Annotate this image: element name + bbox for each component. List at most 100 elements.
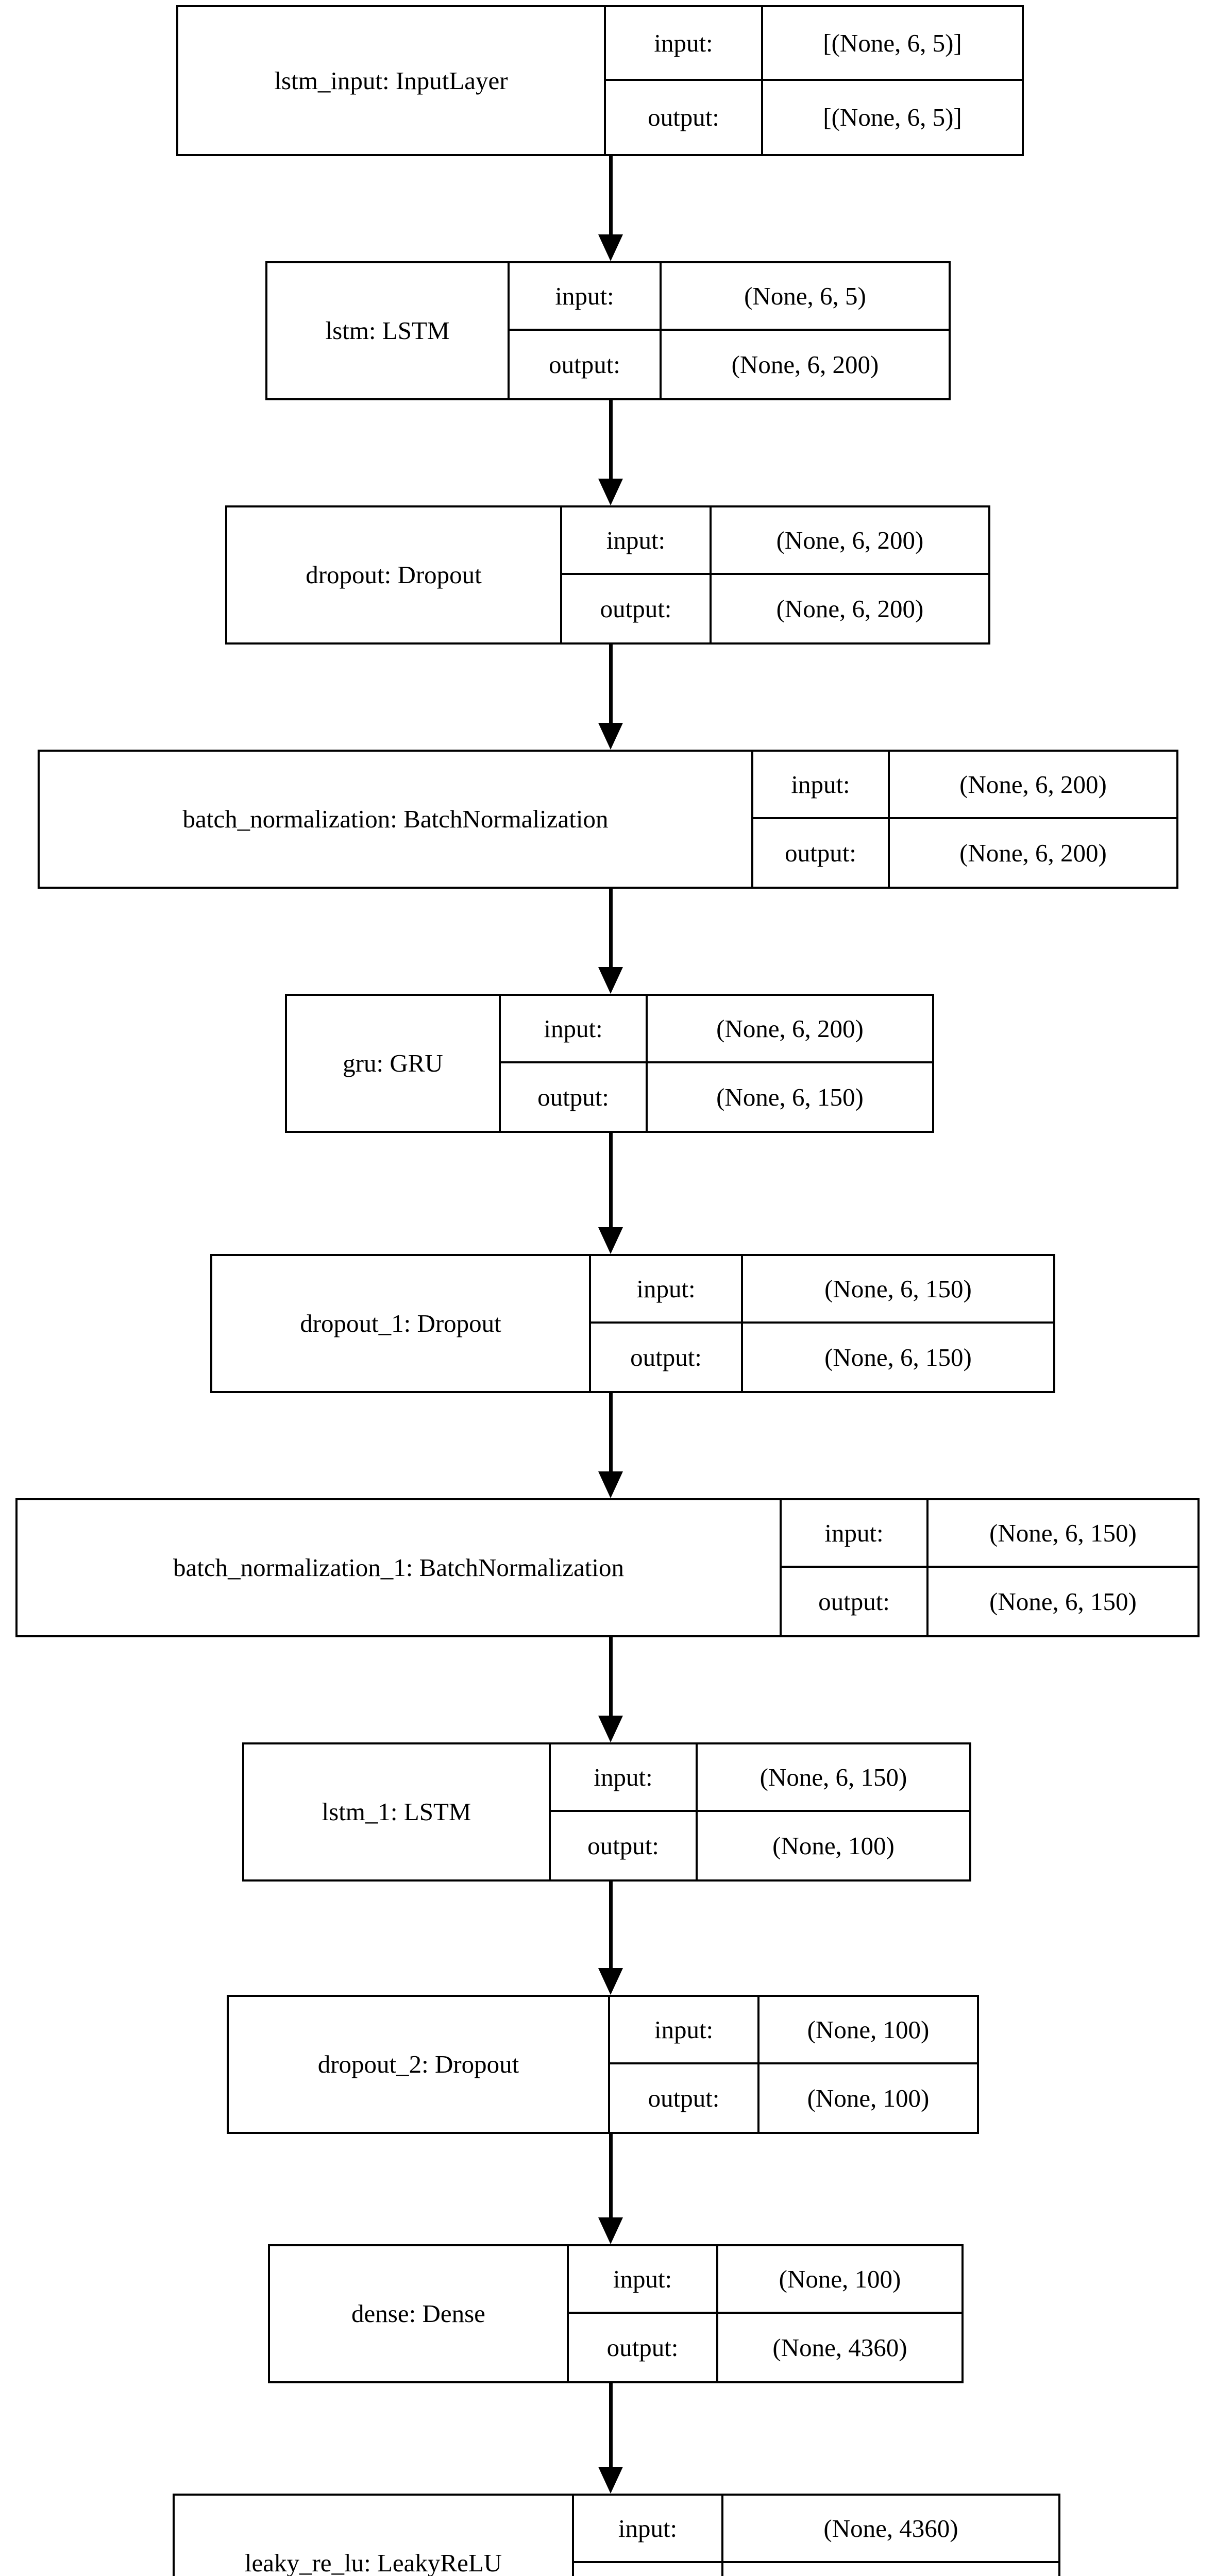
output-row: output: (None, 4360) <box>569 2314 961 2381</box>
layer-node-batch_normalization_1[interactable]: batch_normalization_1: BatchNormalizatio… <box>15 1498 1200 1637</box>
layer-name-label: dense: Dense <box>270 2246 569 2381</box>
edge-lstm-to-dropout <box>598 400 623 505</box>
output-label: output: <box>574 2563 723 2576</box>
input-shape-value: (None, 6, 150) <box>989 1519 1137 1547</box>
output-row: output:(None, 4360) <box>574 2563 1058 2576</box>
layer-name-label: lstm_input: InputLayer <box>178 7 606 154</box>
input-shape-value: (None, 100) <box>807 2015 930 2044</box>
arrow-shaft <box>609 1393 613 1472</box>
output-label: output: <box>510 331 662 398</box>
arrow-head-icon <box>598 2217 623 2244</box>
edge-dense-to-leaky_re_lu <box>598 2383 623 2494</box>
arrow-shaft <box>609 645 613 724</box>
layer-io-table: input:(None, 6, 200)output:(None, 6, 200… <box>753 752 1176 887</box>
arrow-head-icon <box>598 723 623 750</box>
input-row: input:(None, 100) <box>610 1997 977 2064</box>
arrow-head-icon <box>598 2467 623 2494</box>
output-shape-value: [(None, 6, 5)] <box>823 103 962 132</box>
arrow-head-icon <box>598 234 623 261</box>
output-label: output: <box>591 1324 743 1391</box>
input-shape-value: (None, 6, 200) <box>959 770 1107 799</box>
layer-io-table: input: [(None, 6, 5)] output: [(None, 6, 5)… <box>606 7 1022 154</box>
edge-lstm_1-to-dropout_2 <box>598 1882 623 1995</box>
output-shape-value: (None, 6, 200) <box>776 595 924 623</box>
output-shape-value: (None, 100) <box>807 2084 930 2112</box>
output-row: output:(None, 6, 150) <box>501 1063 932 1131</box>
layer-name-label: batch_normalization: BatchNormalization <box>40 752 753 887</box>
layer-io-table: input:(None, 6, 150)output:(None, 100) <box>551 1744 969 1879</box>
edge-dropout_2-to-dense <box>598 2134 623 2244</box>
layer-name-label: dropout_1: Dropout <box>212 1256 591 1391</box>
output-row: output: (None, 100) <box>610 2064 977 2132</box>
input-row: input:(None, 6, 200) <box>501 996 932 1063</box>
output-row: output: (None, 6, 150) <box>782 1568 1197 1635</box>
output-label: output: <box>782 1568 929 1635</box>
layer-io-table: input:(None, 4360)output:(None, 4360) <box>574 2496 1058 2576</box>
input-row: input:(None, 6, 200) <box>753 752 1176 819</box>
layer-name-label: lstm: LSTM <box>267 263 510 398</box>
input-row: input:(None, 6, 150) <box>551 1744 969 1812</box>
input-shape-value: [(None, 6, 5)] <box>823 28 962 57</box>
input-shape-value: (None, 6, 150) <box>760 1763 907 1791</box>
output-label: output: <box>606 80 763 154</box>
layer-io-table: input: (None, 6, 5) output:(None, 6, 200) <box>510 263 949 398</box>
arrow-head-icon <box>598 1968 623 1995</box>
arrow-head-icon <box>598 967 623 994</box>
input-label: input: <box>782 1500 929 1566</box>
input-label: input: <box>501 996 648 1061</box>
edge-gru-to-dropout_1 <box>598 1133 623 1254</box>
layer-name-label: leaky_re_lu: LeakyReLU <box>175 2496 574 2576</box>
output-row: output:(None, 6, 200) <box>562 575 988 642</box>
layer-io-table: input: (None, 6, 150)output: (None, 6, 150… <box>591 1256 1053 1391</box>
output-shape-value: (None, 6, 150) <box>989 1587 1137 1616</box>
input-shape-value: (None, 100) <box>779 2265 901 2293</box>
layer-name-label: batch_normalization_1: BatchNormalizatio… <box>18 1500 782 1635</box>
input-shape-value: (None, 6, 200) <box>776 526 924 554</box>
output-shape-value: (None, 100) <box>772 1832 895 1860</box>
layer-io-table: input: (None, 6, 150) output: (None, 6, 150… <box>782 1500 1197 1635</box>
output-label: output: <box>569 2314 718 2381</box>
arrow-head-icon <box>598 1227 623 1254</box>
output-shape-value: (None, 4360) <box>723 2563 1058 2576</box>
output-shape-value: (None, 6, 150) <box>716 1083 864 1111</box>
input-row: input: [(None, 6, 5)] <box>606 7 1022 81</box>
output-row: output: (None, 6, 150) <box>591 1324 1053 1391</box>
input-shape-value: (None, 6, 5) <box>744 282 866 310</box>
layer-io-table: input:(None, 6, 200)output:(None, 6, 200… <box>562 507 988 642</box>
input-label: input: <box>606 7 763 79</box>
edge-lstm_input-to-lstm <box>598 156 623 261</box>
output-row: output:(None, 100) <box>551 1812 969 1879</box>
input-label: input: <box>510 263 662 329</box>
arrow-head-icon <box>598 1716 623 1742</box>
layer-name-label: lstm_1: LSTM <box>244 1744 551 1879</box>
layer-io-table: input:(None, 100)output: (None, 100) <box>610 1997 977 2132</box>
input-row: input: (None, 6, 150) <box>782 1500 1197 1568</box>
output-row: output:(None, 6, 200) <box>510 331 949 398</box>
input-label: input: <box>562 507 712 573</box>
input-label: input: <box>591 1256 743 1321</box>
arrow-shaft <box>609 2383 613 2468</box>
edge-batch_normalization_1-to-lstm_1 <box>598 1637 623 1742</box>
layer-name-label: dropout: Dropout <box>227 507 562 642</box>
layer-name-label: dropout_2: Dropout <box>229 1997 610 2132</box>
arrow-shaft <box>609 1133 613 1228</box>
layer-io-table: input:(None, 100)output:(None, 4360) <box>569 2246 961 2381</box>
output-shape-value: (None, 6, 150) <box>824 1343 972 1371</box>
edge-batch_normalization-to-gru <box>598 889 623 994</box>
input-row: input: (None, 6, 200) <box>562 507 988 575</box>
output-label: output: <box>610 2064 760 2132</box>
input-label: input: <box>574 2496 723 2561</box>
output-shape-value: (None, 4360) <box>772 2333 907 2362</box>
layer-name-label: gru: GRU <box>287 996 501 1131</box>
input-row: input:(None, 4360) <box>574 2496 1058 2563</box>
